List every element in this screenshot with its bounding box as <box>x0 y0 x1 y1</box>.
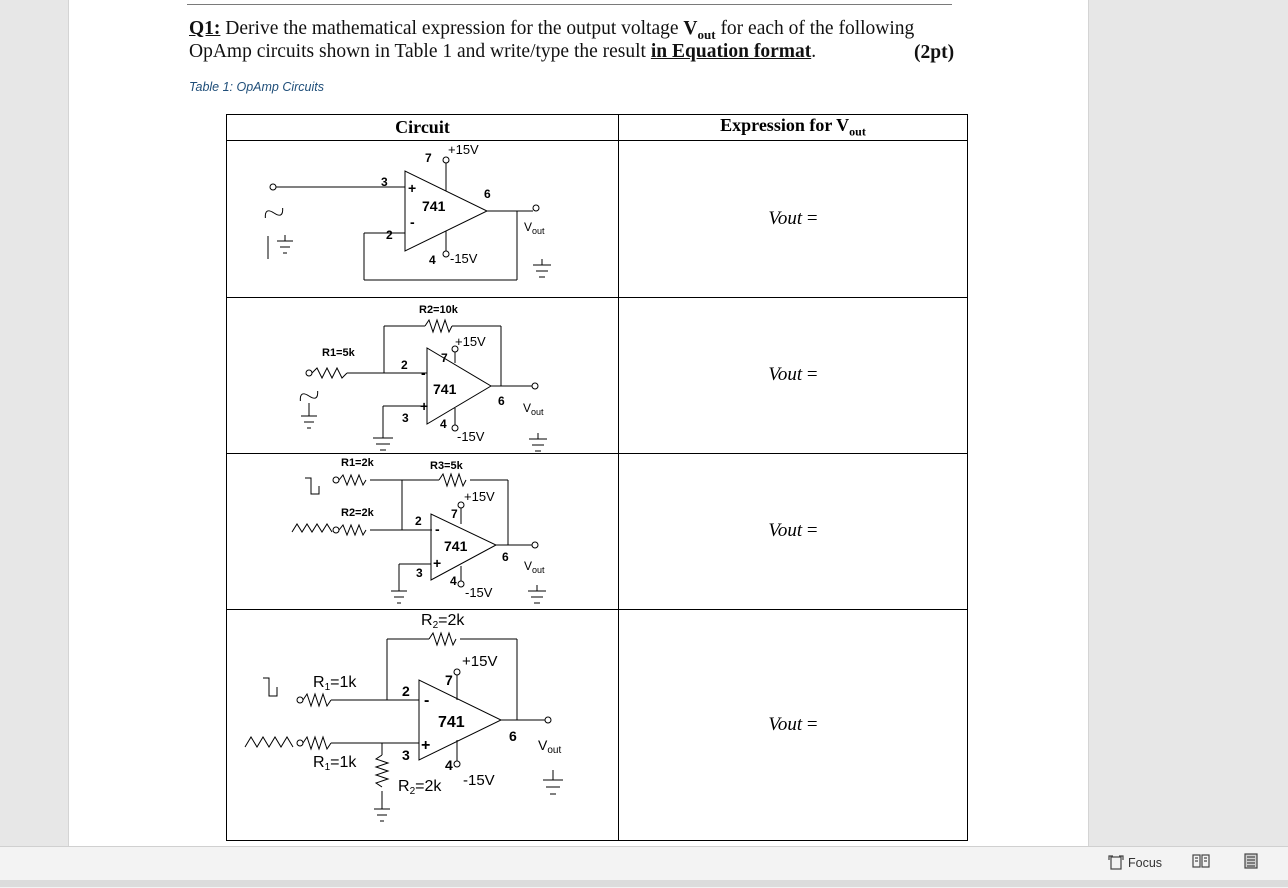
svg-text:741: 741 <box>422 198 446 214</box>
svg-text:3: 3 <box>402 747 410 763</box>
svg-text:+: + <box>433 555 441 571</box>
opamp-circuits-table: Circuit Expression for Vout <box>226 114 968 841</box>
svg-text:+15V: +15V <box>455 334 486 349</box>
svg-text:Vout: Vout <box>524 559 545 575</box>
svg-text:741: 741 <box>444 538 468 554</box>
svg-text:R1=1k: R1=1k <box>313 674 357 693</box>
voltage-follower-diagram: 7 +15V 3 + 741 6 2 - 4 -15V Vout <box>264 142 551 281</box>
svg-text:R1=5k: R1=5k <box>322 347 356 359</box>
svg-text:+: + <box>420 398 428 414</box>
svg-text:4: 4 <box>429 253 436 267</box>
focus-mode-button[interactable]: Focus <box>1108 853 1162 873</box>
svg-text:R2=2k: R2=2k <box>398 778 442 797</box>
inverting-amplifier-diagram: R1=5k <box>299 304 547 452</box>
focus-icon <box>1108 855 1124 870</box>
differential-amplifier-diagram: R1=1k R1=1k <box>244 612 563 822</box>
expression-cell-4[interactable]: Vout = <box>618 608 968 841</box>
question-line-2: OpAmp circuits shown in Table 1 and writ… <box>189 41 817 62</box>
svg-text:-15V: -15V <box>463 772 495 789</box>
svg-text:-15V: -15V <box>450 251 478 266</box>
svg-text:3: 3 <box>416 566 423 580</box>
svg-text:+: + <box>421 737 430 754</box>
svg-text:3: 3 <box>402 411 409 425</box>
svg-text:Vout: Vout <box>523 401 544 417</box>
circuit-1-cell: 7 +15V 3 + 741 6 2 - 4 -15V Vout <box>226 139 619 298</box>
svg-text:7: 7 <box>441 351 448 365</box>
svg-text:-15V: -15V <box>457 429 485 444</box>
taskbar-strip <box>0 880 1288 887</box>
svg-text:741: 741 <box>433 381 457 397</box>
svg-text:2: 2 <box>402 683 410 699</box>
svg-text:R2=10k: R2=10k <box>419 304 459 316</box>
svg-text:R2=2k: R2=2k <box>341 507 375 519</box>
svg-text:6: 6 <box>484 187 491 201</box>
svg-text:-15V: -15V <box>465 585 493 600</box>
svg-text:741: 741 <box>438 714 465 731</box>
svg-text:7: 7 <box>451 507 458 521</box>
svg-text:7: 7 <box>425 151 432 165</box>
svg-text:+15V: +15V <box>448 142 479 157</box>
svg-text:+15V: +15V <box>462 653 497 670</box>
expression-cell-2[interactable]: Vout = <box>618 296 968 454</box>
svg-text:2: 2 <box>415 514 422 528</box>
svg-text:-: - <box>435 521 440 537</box>
svg-text:Vout: Vout <box>538 737 561 756</box>
svg-text:2: 2 <box>401 358 408 372</box>
circuit-2-cell: R1=5k <box>226 296 619 454</box>
svg-text:3: 3 <box>381 175 388 189</box>
svg-text:R1=2k: R1=2k <box>341 457 375 469</box>
circuit-3-cell: R1=2k R2=2k <box>226 452 619 610</box>
read-mode-icon[interactable] <box>1192 853 1210 869</box>
svg-text:6: 6 <box>498 394 505 408</box>
svg-text:7: 7 <box>445 672 453 688</box>
print-layout-icon[interactable] <box>1242 853 1260 869</box>
svg-text:-: - <box>421 365 426 381</box>
svg-text:4: 4 <box>450 574 457 588</box>
expression-cell-3[interactable]: Vout = <box>618 452 968 610</box>
svg-text:6: 6 <box>502 550 509 564</box>
table-caption: Table 1: OpAmp Circuits <box>189 80 325 94</box>
circuit-4-cell: R1=1k R1=1k <box>226 608 619 841</box>
svg-text:-: - <box>410 214 415 230</box>
summing-amplifier-diagram: R1=2k R2=2k <box>291 457 546 604</box>
svg-text:4: 4 <box>445 757 453 773</box>
page-rule <box>187 4 952 5</box>
svg-text:R1=1k: R1=1k <box>313 754 357 773</box>
equation-format-emphasis: in Equation format <box>650 41 812 62</box>
header-expression: Expression for Vout <box>618 114 968 141</box>
question-label: Q1: <box>189 18 221 39</box>
expression-cell-1[interactable]: Vout = <box>618 139 968 298</box>
focus-label: Focus <box>1128 856 1163 870</box>
header-circuit: Circuit <box>226 114 619 141</box>
question-line-1: Q1: Derive the mathematical expression f… <box>189 18 915 42</box>
svg-text:R3=5k: R3=5k <box>430 460 464 472</box>
points-label: (2pt) <box>914 42 955 63</box>
svg-text:R2=2k: R2=2k <box>421 612 465 631</box>
document-page: Q1: Derive the mathematical expression f… <box>68 0 1089 846</box>
svg-text:+: + <box>408 180 416 196</box>
svg-text:4: 4 <box>440 417 447 431</box>
svg-text:6: 6 <box>509 728 517 744</box>
svg-text:2: 2 <box>386 228 393 242</box>
svg-text:Vout: Vout <box>524 220 545 236</box>
svg-text:+15V: +15V <box>464 489 495 504</box>
svg-text:-: - <box>424 692 429 709</box>
